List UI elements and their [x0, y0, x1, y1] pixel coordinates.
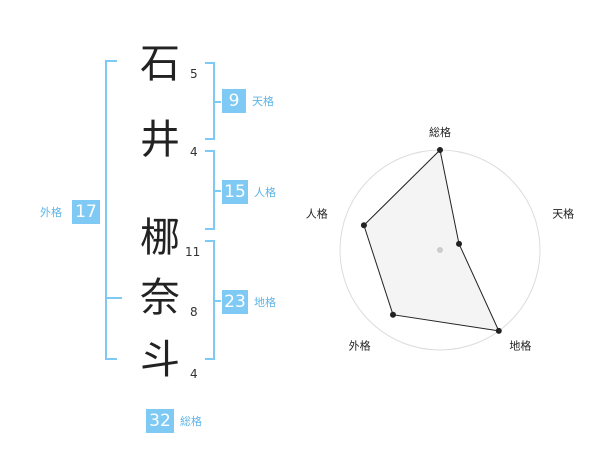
jinkaku-bracket-tick: [215, 190, 221, 192]
name-char-4: 奈: [140, 275, 180, 321]
radar-axis-label-1: 総格: [429, 125, 451, 139]
radar-axis-label-3: 地格: [509, 339, 531, 353]
stroke-count-1: 5: [190, 67, 198, 81]
stroke-count-3: 11: [185, 245, 201, 259]
stroke-count-2: 4: [190, 145, 198, 159]
tenkaku-bracket: [205, 62, 215, 140]
stroke-count-4: 8: [190, 305, 198, 319]
jinkaku-value: 15: [222, 180, 248, 204]
radar-point-3: [495, 327, 502, 334]
gaikaku-bracket-mid-tick: [107, 297, 122, 299]
radar-axis-label-5: 人格: [306, 207, 328, 221]
gaikaku-value: 17: [72, 200, 100, 224]
jinkaku-label: 人格: [254, 186, 276, 199]
tenkaku-bracket-tick: [215, 101, 221, 103]
soukaku-value: 32: [146, 409, 174, 433]
radar-center-dot: [437, 247, 443, 253]
radar-point-1: [437, 147, 443, 153]
tenkaku-value: 9: [222, 89, 246, 113]
name-char-3: 梛: [140, 215, 180, 261]
name-char-1: 石: [140, 41, 180, 87]
gaikaku-label: 外格: [40, 206, 62, 219]
jinkaku-bracket: [205, 150, 215, 230]
tenkaku-label: 天格: [252, 95, 274, 108]
radar-polygon: [363, 148, 500, 332]
radar-point-5: [360, 222, 367, 229]
chikaku-value: 23: [222, 290, 248, 314]
chikaku-bracket: [205, 240, 215, 360]
stroke-count-5: 4: [190, 367, 198, 381]
name-char-5: 斗: [140, 337, 180, 383]
radar-axis-label-2: 天格: [552, 207, 574, 221]
radar-point-2: [456, 240, 463, 247]
radar-axis-label-4: 外格: [349, 339, 371, 353]
chikaku-bracket-tick: [215, 300, 221, 302]
gaikaku-bracket: [105, 60, 117, 360]
radar-point-4: [389, 311, 396, 318]
chikaku-label: 地格: [254, 296, 276, 309]
name-char-2: 井: [140, 117, 180, 163]
soukaku-label: 総格: [180, 415, 202, 428]
